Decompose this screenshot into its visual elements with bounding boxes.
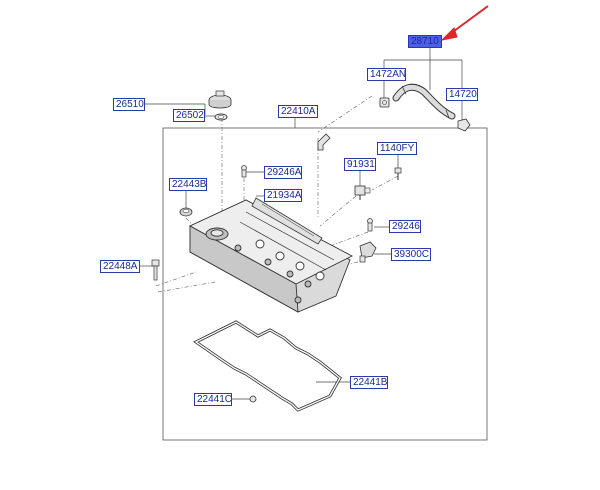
callout-28710[interactable]: 28710 [408,35,442,48]
rocker-cover-gasket [193,320,342,412]
callout-26502[interactable]: 26502 [173,109,205,122]
callout-29246a[interactable]: 29246A [264,166,302,179]
sensor-91931 [354,185,371,200]
callout-14720[interactable]: 14720 [446,88,478,101]
pointer-arrow [440,5,489,41]
callout-1140fy[interactable]: 1140FY [377,142,417,155]
callout-26510[interactable]: 26510 [113,98,145,111]
stud-29246a [241,165,247,178]
callout-39300c[interactable]: 39300C [391,248,431,261]
pcv-hose [392,83,456,120]
callout-21934a[interactable]: 21934A [264,189,302,202]
callout-22448a[interactable]: 22448A [100,260,140,273]
hose-clamp-1472an [379,97,390,108]
callout-22443b[interactable]: 22443B [169,178,207,191]
breather-elbow [317,133,331,151]
sensor-39300c [359,241,377,263]
callout-29246[interactable]: 29246 [389,220,421,233]
assembly-frame [162,127,488,441]
seal-22443b [179,207,193,217]
callout-22441b[interactable]: 22441B [350,376,388,389]
callout-1472an[interactable]: 1472AN [367,68,406,81]
oil-cap-gasket [214,113,228,121]
stud-29246 [367,218,373,232]
hose-clamp-14720 [457,118,471,132]
bolt-1140fy [394,167,402,180]
oil-filler-cap [208,90,232,109]
callout-91931[interactable]: 91931 [344,158,376,171]
callout-22410a[interactable]: 22410A [278,105,318,118]
gasket-22441c [249,395,257,403]
callout-22441c[interactable]: 22441C [194,393,232,406]
rocker-cover [189,199,353,313]
bolt-22448a [151,259,160,281]
baffle-plate [251,197,323,245]
